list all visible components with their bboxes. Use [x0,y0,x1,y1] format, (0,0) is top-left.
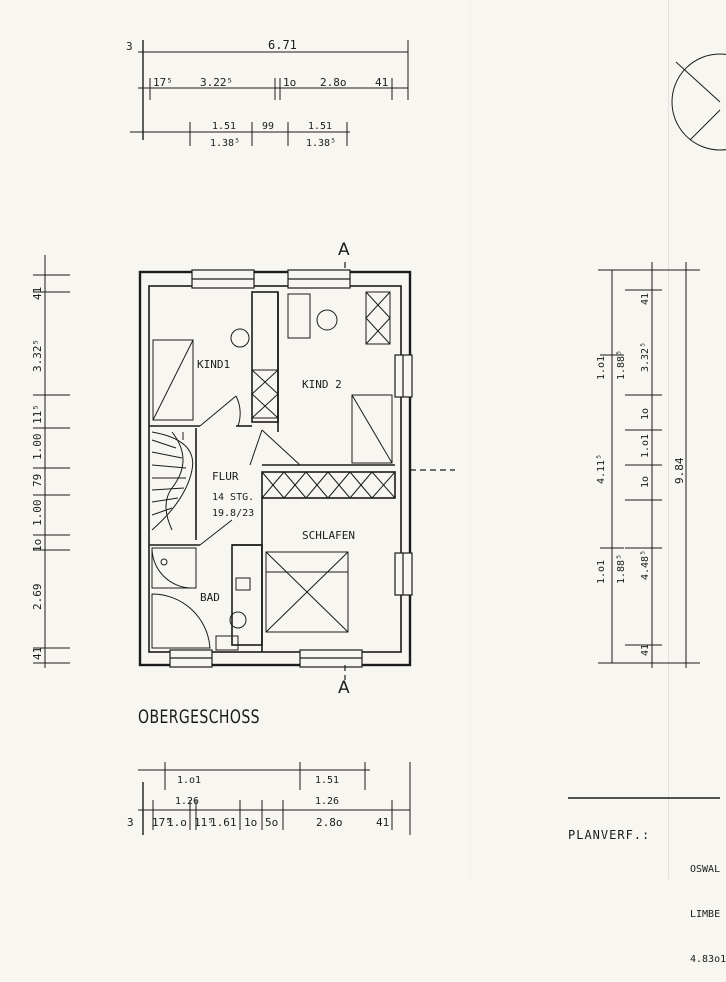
dim-right-e1: 41 [640,293,651,305]
left-dimension-lines [33,255,70,668]
dim-top-r1d: 2.8o [320,76,347,89]
dim-bottom-b1: 1.o1 [177,775,201,786]
furniture [152,293,393,633]
dim-bottom-b3: 1.26 [175,796,199,807]
dim-right-f5: 1.88⁵ [616,554,627,584]
dim-left-d5: 79 [31,474,44,487]
floor-plan-drawing: 3 6.71 17⁵ 3.22⁵ 1o 2.8o 41 1.51 99 1.51… [31,38,726,835]
dim-left-d9: 41 [31,647,44,660]
dim-bottom-c6: 5o [265,816,278,829]
dim-right-e5: 1o [640,476,651,488]
planner-line-3: 4.83o1 [690,954,726,965]
dim-bottom-b4: 1.26 [315,796,339,807]
dim-top-r1b: 3.22⁵ [200,76,233,89]
dim-right-e7: 41 [640,644,651,656]
dim-bottom-c4: 1.61 [210,816,237,829]
dim-right-total: 9.84 [673,457,686,484]
dim-bottom-c3: 11⁵ [194,816,214,829]
dim-left-d7: 1o [31,539,44,552]
dim-bottom-c7: 2.8o [316,816,343,829]
exterior-walls [138,270,412,667]
planner-line-1: OSWAL [690,864,721,875]
dim-top-r2b: 99 [262,121,274,132]
dim-left-d3: 11⁵ [31,404,44,424]
dim-right-f1: 1.o1 [596,356,607,380]
dim-bottom-left-end: 3 [127,816,134,829]
planner-line-2: LIMBE [690,909,721,920]
dim-top-r1c: 1o [283,76,296,89]
dim-top-r2c: 1.51 [308,121,332,132]
dim-right-f4: 1.o1 [596,560,607,584]
dim-top-r3b: 1.38⁵ [306,138,336,149]
floor-title: OBERGESCHOSS [138,706,260,728]
room-label-schlafen: SCHLAFEN [302,529,355,542]
dim-left-d4: 1.00 [31,434,44,461]
dim-top-r1a: 17⁵ [153,76,173,89]
room-label-kind2: KIND 2 [302,378,342,391]
section-mark-bottom: A [338,678,350,698]
stairs-ratio: 19.8/23 [212,508,254,519]
room-label-bad: BAD [200,591,220,604]
dim-left-d2: 3.32⁵ [31,339,44,372]
dim-bottom-c5: 1o [244,816,257,829]
dim-right-f2: 1.88⁵ [616,350,627,380]
bathroom-fixtures [151,547,251,651]
right-dimension-lines [598,262,700,668]
planner-label: PLANVERF.: [568,828,651,842]
dim-top-r3a: 1.38⁵ [210,138,240,149]
dim-bottom-b2: 1.51 [315,775,339,786]
staircase [151,431,194,531]
dim-right-e3: 1o [640,408,651,420]
room-label-flur: FLUR [212,470,239,483]
interior-walls [149,291,396,652]
dim-top-overall: 6.71 [268,38,297,52]
dim-right-e6: 4.48⁵ [640,550,651,580]
dim-bottom-c2: 1.o [167,816,187,829]
top-dimension-lines [130,40,409,146]
north-arrow [671,53,726,151]
planner-address: OSWAL LIMBE 4.83o1 [690,832,726,982]
stairs-count: 14 STG. [212,492,254,503]
dim-right-e2: 3.32⁵ [640,342,651,372]
dim-top-r1e: 41 [375,76,388,89]
dim-top-left-end: 3 [126,40,133,53]
dim-top-r2a: 1.51 [212,121,236,132]
section-mark-top: A [338,240,350,260]
dim-bottom-c8: 41 [376,816,389,829]
bottom-dimension-lines [138,762,411,835]
dim-left-d8: 2.69 [31,584,44,611]
dim-left-d1: 41 [31,287,44,300]
dim-left-d6: 1.00 [31,500,44,527]
door-swings [199,395,301,546]
windows [169,269,413,668]
dim-bottom-c1: 17⁵ [152,816,172,829]
dim-right-e4: 1.o1 [640,434,651,458]
wardrobe-storage [251,291,396,499]
section-line [344,262,455,680]
room-label-kind1: KIND1 [197,358,230,371]
dim-right-f3: 4.11⁵ [596,454,607,484]
